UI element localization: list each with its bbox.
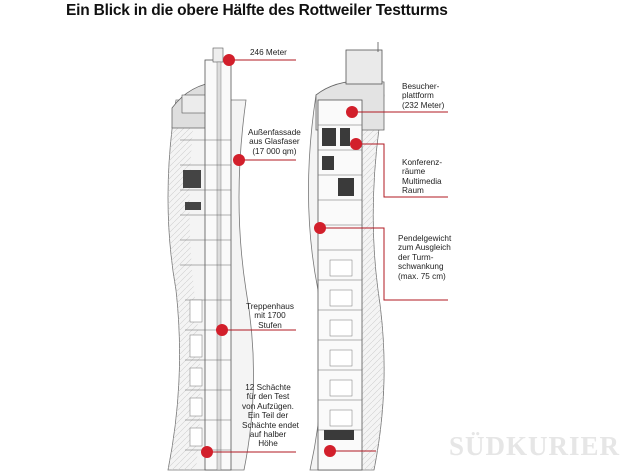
marker-facade — [233, 154, 245, 166]
tower-right — [308, 42, 385, 471]
marker-height — [223, 54, 235, 66]
marker-shafts-right — [324, 445, 336, 457]
callout-lines — [207, 59, 448, 453]
marker-shafts — [201, 446, 213, 458]
label-platform: Besucher- plattform (232 Meter) — [402, 82, 445, 110]
label-shafts: 12 Schächte für den Test von Aufzügen. E… — [242, 383, 299, 449]
markers — [201, 54, 362, 458]
marker-pendulum — [314, 222, 326, 234]
marker-stairs — [216, 324, 228, 336]
label-facade: Außenfassade aus Glasfaser (17 000 qm) — [248, 128, 301, 156]
tower-left — [167, 47, 254, 471]
page-title: Ein Blick in die obere Hälfte des Rottwe… — [66, 2, 448, 19]
label-pendulum: Pendelgewicht zum Ausgleich der Turm- sc… — [398, 234, 452, 281]
label-conference: Konferenz- räume Multimedia Raum — [402, 158, 443, 196]
marker-platform — [346, 106, 358, 118]
marker-conference — [350, 138, 362, 150]
watermark-logo: SÜDKURIER — [449, 431, 621, 461]
label-height: 246 Meter — [250, 48, 287, 57]
label-stairs: Treppenhaus mit 1700 Stufen — [246, 302, 294, 330]
